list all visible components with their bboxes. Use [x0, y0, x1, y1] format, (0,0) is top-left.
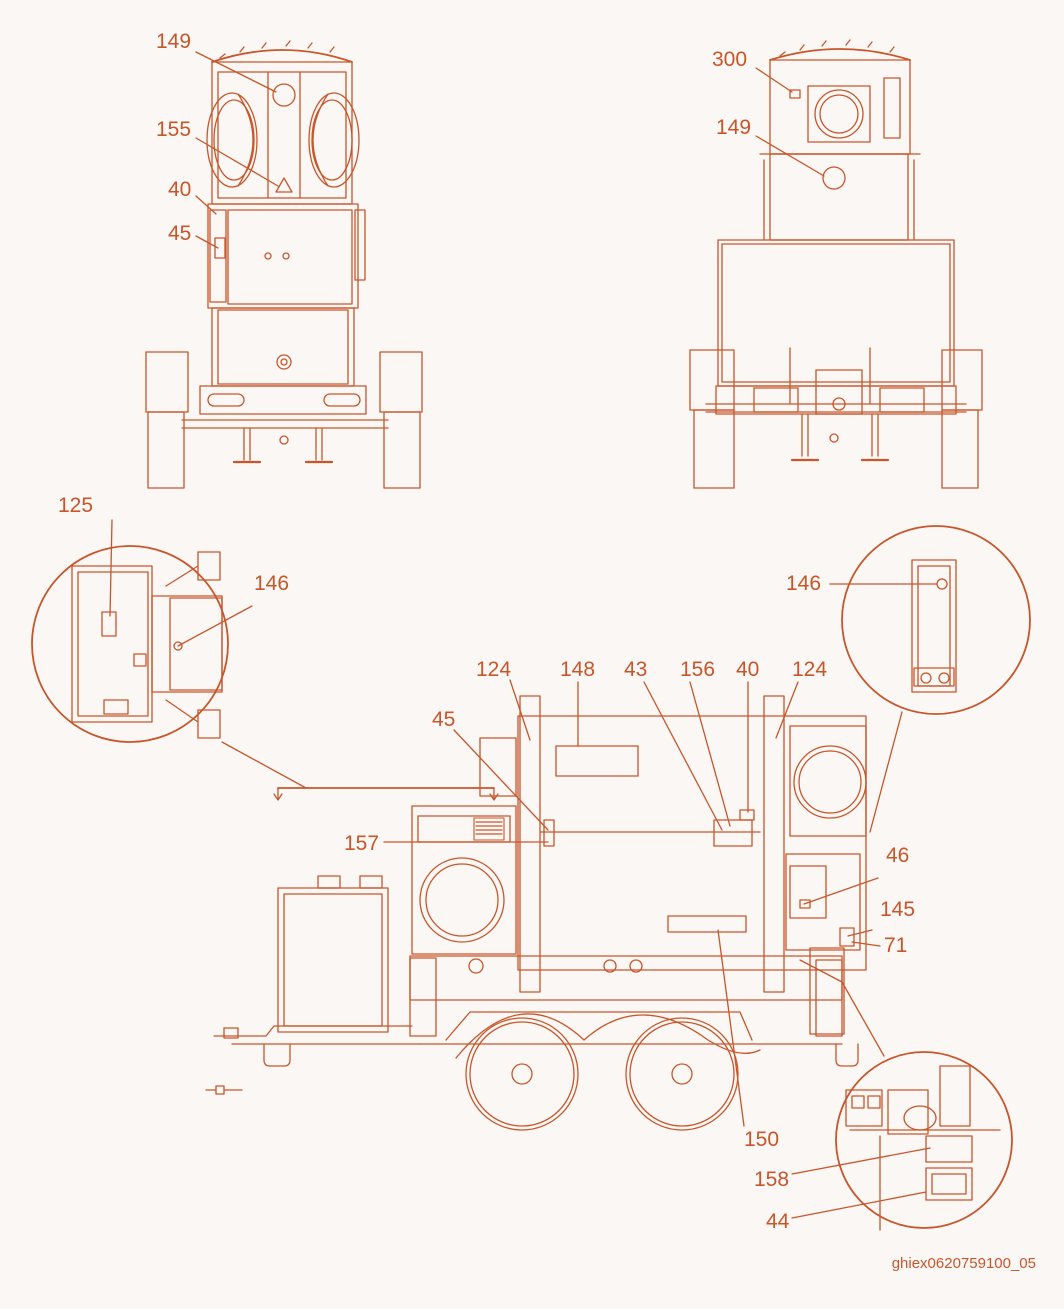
callout-125-detail: 125: [58, 494, 93, 517]
callout-146-detail-left: 146: [254, 572, 289, 595]
callout-155-front: 155: [156, 118, 191, 141]
callout-71: 71: [884, 934, 907, 957]
callout-124-left: 124: [476, 658, 511, 681]
callout-149-front: 149: [156, 30, 191, 53]
callout-150: 150: [744, 1128, 779, 1151]
callout-46: 46: [886, 844, 909, 867]
detail-left: [31, 519, 253, 743]
callout-157: 157: [344, 832, 379, 855]
callout-148: 148: [560, 658, 595, 681]
callout-45-side: 45: [432, 708, 455, 731]
callout-145: 145: [880, 898, 915, 921]
front-view: [145, 40, 423, 489]
callout-45-front: 45: [168, 222, 191, 245]
side-view: [205, 679, 881, 1131]
callout-40-front: 40: [168, 178, 191, 201]
callout-124-right: 124: [792, 658, 827, 681]
callout-labels: 149 155 40 45 300 149 125 146 146 124 14…: [58, 30, 1036, 1272]
callout-43: 43: [624, 658, 647, 681]
detail-right: [829, 525, 1031, 833]
callout-40-side: 40: [736, 658, 759, 681]
drawing-code: ghiex0620759100_05: [892, 1255, 1036, 1272]
callout-156: 156: [680, 658, 715, 681]
detail-bottom: [791, 981, 1013, 1231]
detail-left-connector: [221, 741, 499, 801]
callout-158: 158: [754, 1168, 789, 1191]
callout-300-rear: 300: [712, 48, 747, 71]
callout-146-detail-right: 146: [786, 572, 821, 595]
callout-44: 44: [766, 1210, 790, 1233]
rear-view: [689, 39, 983, 489]
callout-149-rear: 149: [716, 116, 751, 139]
